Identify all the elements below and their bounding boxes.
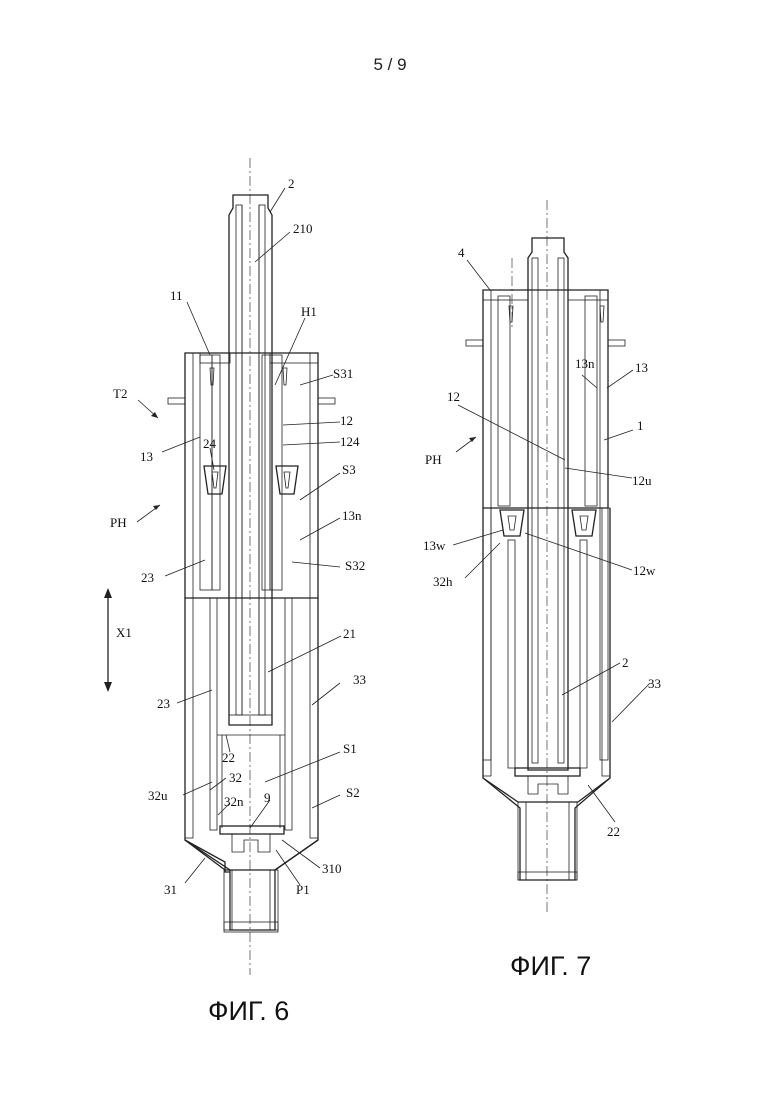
fig6-label-310: 310 bbox=[322, 861, 342, 876]
fig7-label-12: 12 bbox=[447, 389, 460, 404]
fig6-label-32u: 32u bbox=[148, 788, 168, 803]
fig7-piston-left bbox=[500, 510, 524, 536]
fig6-label-22: 22 bbox=[222, 750, 235, 765]
fig6-label-32n: 32n bbox=[224, 794, 244, 809]
fig7-label-12u: 12u bbox=[632, 473, 652, 488]
fig6-piston-24-left bbox=[204, 466, 226, 494]
fig6-label-S1: S1 bbox=[343, 741, 357, 756]
fig7-label-4: 4 bbox=[458, 245, 465, 260]
fig6-caption: ФИГ. 6 bbox=[208, 996, 289, 1026]
fig7-label-13: 13 bbox=[635, 360, 648, 375]
fig7-valve-plate-22 bbox=[515, 768, 580, 776]
fig6-inner-tube-23-right bbox=[285, 598, 292, 830]
fig6-label-S2: S2 bbox=[346, 785, 360, 800]
fig6-label-T2: T2 bbox=[113, 386, 127, 401]
fig6-label-9: 9 bbox=[264, 790, 271, 805]
fig6-label-23-upper: 23 bbox=[141, 570, 154, 585]
fig7-label-13n: 13n bbox=[575, 356, 595, 371]
fig6-label-13n: 13n bbox=[342, 508, 362, 523]
fig7-label-32h: 32h bbox=[433, 574, 453, 589]
figure-7-drawing bbox=[453, 200, 650, 915]
fig6-label-H1: H1 bbox=[301, 304, 317, 319]
figure-7-labels: 4 13n 13 12 1 PH 12u 13w 12w 32h 2 33 22 bbox=[423, 245, 661, 839]
fig6-label-12: 12 bbox=[340, 413, 353, 428]
fig6-label-23-lower: 23 bbox=[157, 696, 170, 711]
fig6-label-S31: S31 bbox=[333, 366, 353, 381]
fig7-label-PH: PH bbox=[425, 452, 442, 467]
fig7-label-33: 33 bbox=[648, 676, 661, 691]
fig6-inner-sleeve-left bbox=[200, 355, 212, 590]
fig6-label-21: 21 bbox=[343, 626, 356, 641]
fig6-outer-tube-33 bbox=[185, 598, 318, 870]
fig7-label-2: 2 bbox=[622, 655, 629, 670]
fig7-label-22: 22 bbox=[607, 824, 620, 839]
fig7-outer-tube-33 bbox=[483, 508, 610, 880]
fig6-label-S32: S32 bbox=[345, 558, 365, 573]
fig7-piston-rod bbox=[528, 238, 568, 770]
fig6-piston-rod bbox=[229, 195, 272, 725]
fig6-label-13: 13 bbox=[140, 449, 153, 464]
fig6-label-32: 32 bbox=[229, 770, 242, 785]
fig6-label-P1: P1 bbox=[296, 882, 310, 897]
fig6-inner-tube-23-left bbox=[210, 598, 217, 830]
fig7-label-13w: 13w bbox=[423, 538, 446, 553]
fig6-label-31: 31 bbox=[164, 882, 177, 897]
fig6-label-PH: PH bbox=[110, 515, 127, 530]
fig6-label-2: 2 bbox=[288, 176, 295, 191]
fig6-label-X1: X1 bbox=[116, 625, 132, 640]
fig6-label-24: 24 bbox=[203, 436, 217, 451]
fig6-label-33: 33 bbox=[353, 672, 366, 687]
fig7-piston-right bbox=[572, 510, 596, 536]
fig7-label-12w: 12w bbox=[633, 563, 656, 578]
fig6-valve-plate-9 bbox=[220, 826, 284, 834]
figure-6-labels: 2 210 11 H1 T2 S31 12 124 13 24 S3 PH 13… bbox=[110, 176, 366, 897]
fig6-piston-24-right bbox=[276, 466, 298, 494]
fig6-label-S3: S3 bbox=[342, 462, 356, 477]
fig6-label-11: 11 bbox=[170, 288, 183, 303]
fig7-caption: ФИГ. 7 bbox=[510, 951, 591, 981]
fig6-label-210: 210 bbox=[293, 221, 313, 236]
fig7-outer-housing-13 bbox=[483, 290, 608, 508]
fig6-label-124: 124 bbox=[340, 434, 360, 449]
fig7-label-1: 1 bbox=[637, 418, 644, 433]
figure-6-drawing bbox=[104, 158, 341, 975]
